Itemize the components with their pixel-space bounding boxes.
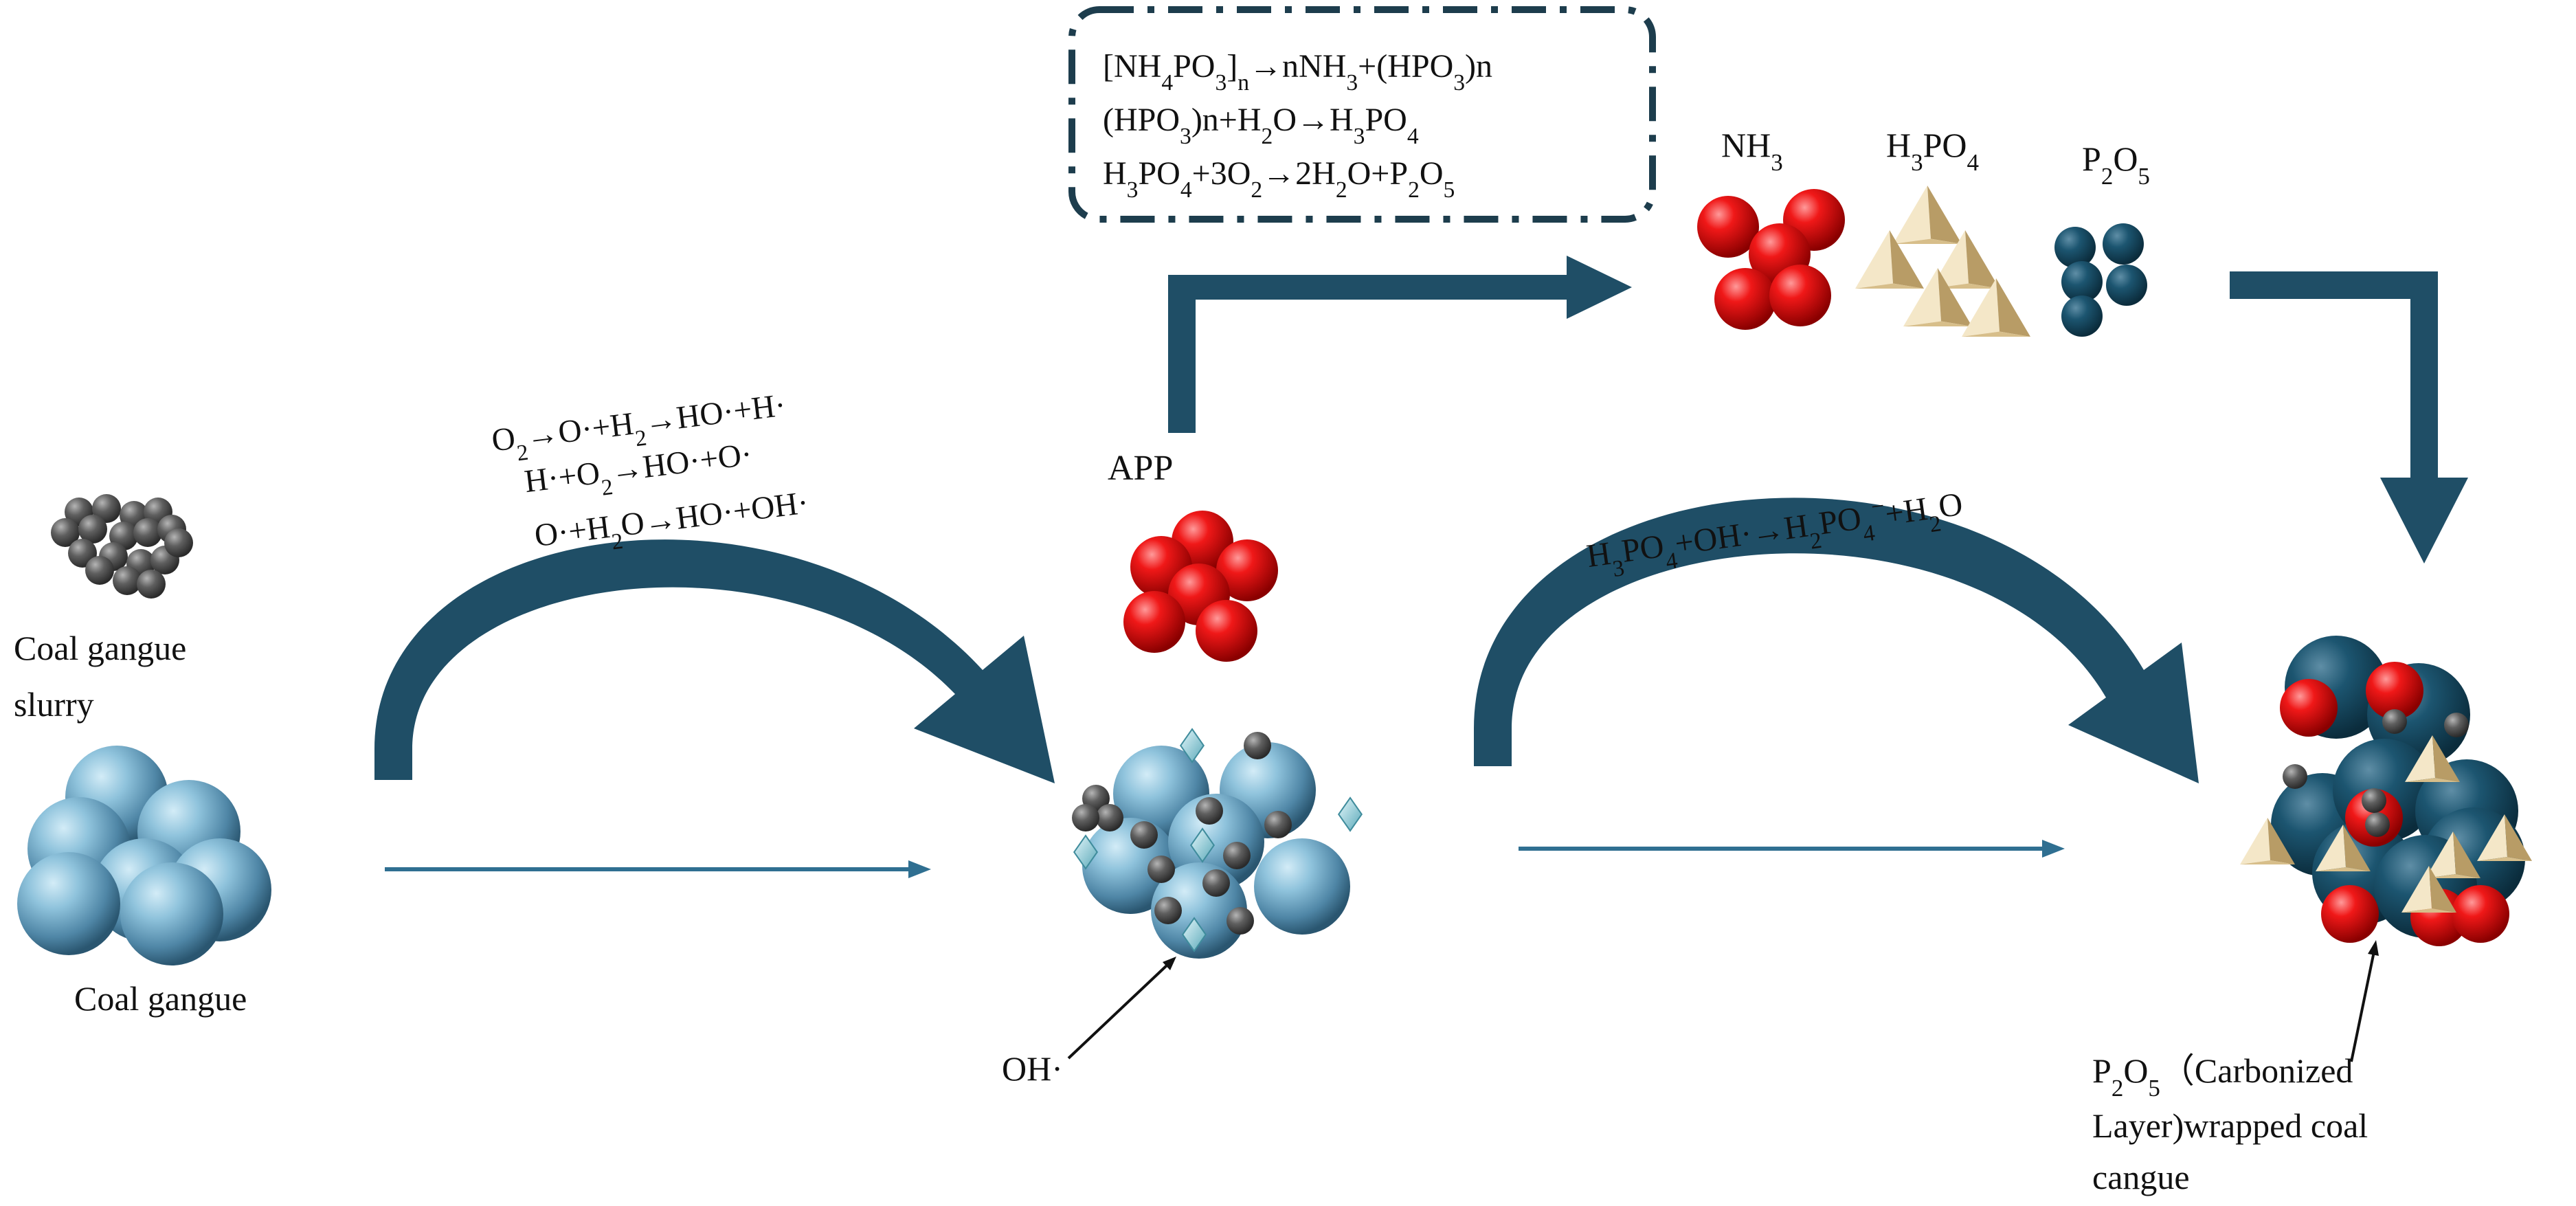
h3po4-pyramid [2405,735,2460,782]
h3po4-pyramid [1903,268,1972,326]
slurry-particle [1227,907,1254,935]
slurry-particle [1223,842,1251,869]
coal-gangue-label: Coal gangue [74,979,247,1018]
slurry-particle [51,518,80,547]
app-residue [2321,885,2379,943]
oh-radical-crystal [1073,834,1099,870]
elbow-arrow [1168,256,1632,433]
slurry-particle [1096,804,1123,831]
curved-arrow-1 [374,539,1055,783]
slurry-particle [1196,797,1223,825]
app-particle [1216,539,1278,601]
slurry-particle [1264,811,1292,838]
p2o5-particles [2054,223,2147,337]
h3po4-pyramid [1962,278,2030,337]
gangue-particle [17,852,120,955]
gangue-particle [1254,838,1350,935]
p2o5-particle [2061,261,2103,302]
slurry-particle [1147,856,1175,883]
app-residue [2452,885,2509,943]
oh-radical-label: OH· [1002,1049,1063,1088]
nh3-label: NH3 [1721,126,1783,176]
decomposition-reactions: [NH4PO3]n→nNH3+(HPO3)n (HPO3)n+H2O→H3PO4… [1103,48,1501,203]
app-label: APP [1108,449,1173,488]
slurry-particle [2283,764,2307,789]
curved-arrow-1-shape [374,539,1055,783]
p2o5-particle [2054,227,2096,268]
h3po4-pyramid [1855,230,1924,289]
oh-radical-pointer [1067,957,1176,1060]
slurry-particle [133,518,162,547]
app-residue [2366,662,2423,719]
slurry-particle [1244,732,1271,759]
slurry-particle [1130,821,1158,849]
p2o5-particle [2103,223,2144,265]
p2o5-particle [2061,295,2103,337]
slurry-particle [2362,788,2386,813]
slurry-particle [2382,709,2407,734]
oh-radical-crystal [1181,917,1207,952]
h3po4-pyramid [2316,825,2371,871]
p2o5-wrapped-coal-gangue [2240,636,2532,946]
slurry-particle [92,494,121,523]
slurry-particle [78,515,107,544]
nh3-particle [1697,196,1759,258]
curved-arrow-2 [1474,498,2199,783]
treated-coal-gangue-particles [1072,728,1363,959]
nh3-particles [1697,189,1845,330]
oh-radical-crystal [1337,796,1363,832]
h3po4-label: H3PO4 [1886,126,1979,176]
slurry-particle [164,528,193,557]
app-particle [1196,600,1257,662]
slurry-particle [1154,897,1182,924]
straight-arrow-2 [1519,840,2065,858]
p2o5-label: P2O5 [2082,139,2150,190]
app-particles [1123,511,1278,662]
slurry-particle [137,570,166,599]
slurry-particle [1072,804,1099,831]
app-residue [2280,679,2338,737]
slurry-particle [2444,713,2469,737]
straight-arrow-1 [385,860,931,878]
decomposition-reactions-box [1068,6,1656,223]
product-pointer [2350,940,2379,1062]
oh-radical-crystal [1189,827,1216,863]
coal-gangue-slurry-label: Coal gangue slurry [14,629,195,724]
app-particle [1123,591,1185,653]
h3po4-pyramid [2240,818,2295,864]
h3po4-pyramid [2477,814,2532,861]
gangue-particle [120,862,223,965]
slurry-particle [113,566,142,595]
h3po4-pyramid [2426,831,2480,878]
coal-gangue-particles [17,746,271,965]
slurry-particle [1202,869,1230,897]
decomposition-reaction-1: [NH4PO3]n→nNH3+(HPO3)n [1103,48,1492,96]
slurry-particle [85,556,114,585]
h3po4-particles [1855,186,2030,337]
oh-radical-crystal [1179,728,1205,763]
nh3-particle [1769,265,1831,326]
coal-gangue-slurry-particles [51,494,193,599]
down-arrow [2230,271,2468,563]
product-label: P2O5（Carbonized Layer)wrapped coal cangu… [2092,1051,2377,1196]
p2o5-particle [2106,265,2147,306]
h3po4-pyramid [1893,186,1962,244]
h3po4-pyramid [2401,866,2456,913]
decomposition-reaction-2: (HPO3)n+H2O→H3PO4 [1103,102,1419,149]
slurry-particle [2365,812,2390,837]
nh3-particle [1714,268,1776,330]
decomposition-reaction-3: H3PO4+3O2→2H2O+P2O5 [1103,155,1455,203]
